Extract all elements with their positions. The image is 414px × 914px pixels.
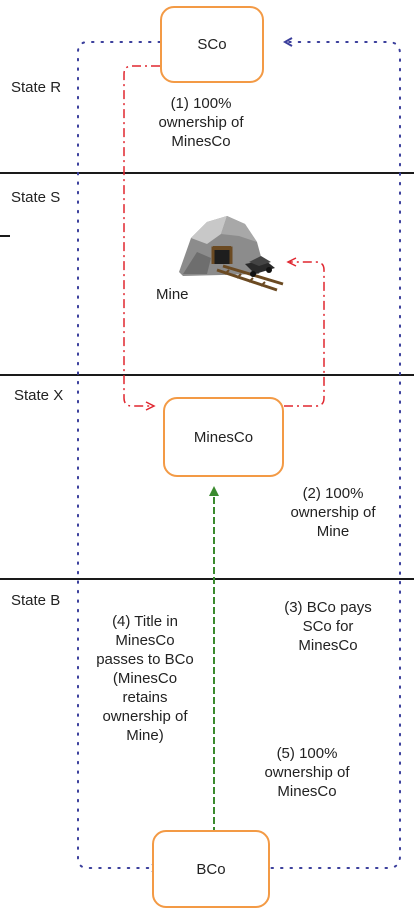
caption-1-ownership-minesco: (1) 100% ownership of MinesCo <box>126 94 276 151</box>
caption-3-line: (3) BCo pays <box>284 599 372 616</box>
caption-4-line: ownership of <box>102 708 188 725</box>
state-label-s: State S <box>11 189 61 206</box>
payment-loop-left <box>77 41 161 869</box>
caption-4-line: passes to BCo <box>96 651 194 668</box>
caption-3-payment: (3) BCo pays SCo for MinesCo <box>263 598 393 655</box>
payment-loop-right <box>261 41 401 869</box>
caption-2-line: (2) 100% <box>302 485 364 502</box>
caption-5-line: MinesCo <box>277 783 337 800</box>
caption-5-line: (5) 100% <box>276 745 338 762</box>
caption-4-line: MinesCo <box>115 632 175 649</box>
ownership-arrow-head-mine <box>286 257 297 267</box>
payment-arrow-head-sco <box>282 37 293 47</box>
caption-1-line: ownership of <box>158 114 244 131</box>
caption-5-ownership-minesco: (5) 100% ownership of MinesCo <box>242 744 372 801</box>
sco-label: SCo <box>197 36 227 53</box>
state-label-b: State B <box>11 592 61 609</box>
ownership-arrow-sco-minesco <box>123 65 160 407</box>
caption-4-title-transfer: (4) Title in MinesCo passes to BCo (Mine… <box>80 612 210 745</box>
minesco-node: MinesCo <box>163 397 284 477</box>
mine-illustration <box>179 216 284 292</box>
caption-4-line: retains <box>122 689 168 706</box>
state-label-x: State X <box>14 387 64 404</box>
minesco-label: MinesCo <box>193 428 254 446</box>
divider-tick <box>0 235 10 237</box>
divider-r-s <box>0 172 414 174</box>
ownership-arrow-head-minesco <box>145 401 156 411</box>
caption-3-line: MinesCo <box>298 637 358 654</box>
divider-s-x <box>0 374 414 376</box>
caption-2-ownership-mine: (2) 100% ownership of Mine <box>268 484 398 541</box>
ownership-arrow-minesco-mine <box>284 261 325 407</box>
caption-1-line: MinesCo <box>171 133 231 150</box>
caption-2-line: ownership of <box>290 504 376 521</box>
caption-5-line: ownership of <box>264 764 350 781</box>
caption-4-line: (4) Title in <box>112 613 178 630</box>
caption-4-line: Mine) <box>126 727 164 744</box>
caption-4-line: (MinesCo <box>112 670 178 687</box>
caption-3-line: SCo for <box>302 618 354 635</box>
title-arrow-head <box>209 486 219 496</box>
divider-x-b <box>0 578 414 580</box>
sco-node: SCo <box>160 6 264 83</box>
mine-label: Mine <box>156 286 189 303</box>
caption-1-line: (1) 100% <box>170 95 232 112</box>
bco-label: BCo <box>196 860 226 878</box>
caption-2-line: Mine <box>316 523 350 540</box>
state-label-r: State R <box>11 79 62 96</box>
bco-node: BCo <box>152 830 270 908</box>
